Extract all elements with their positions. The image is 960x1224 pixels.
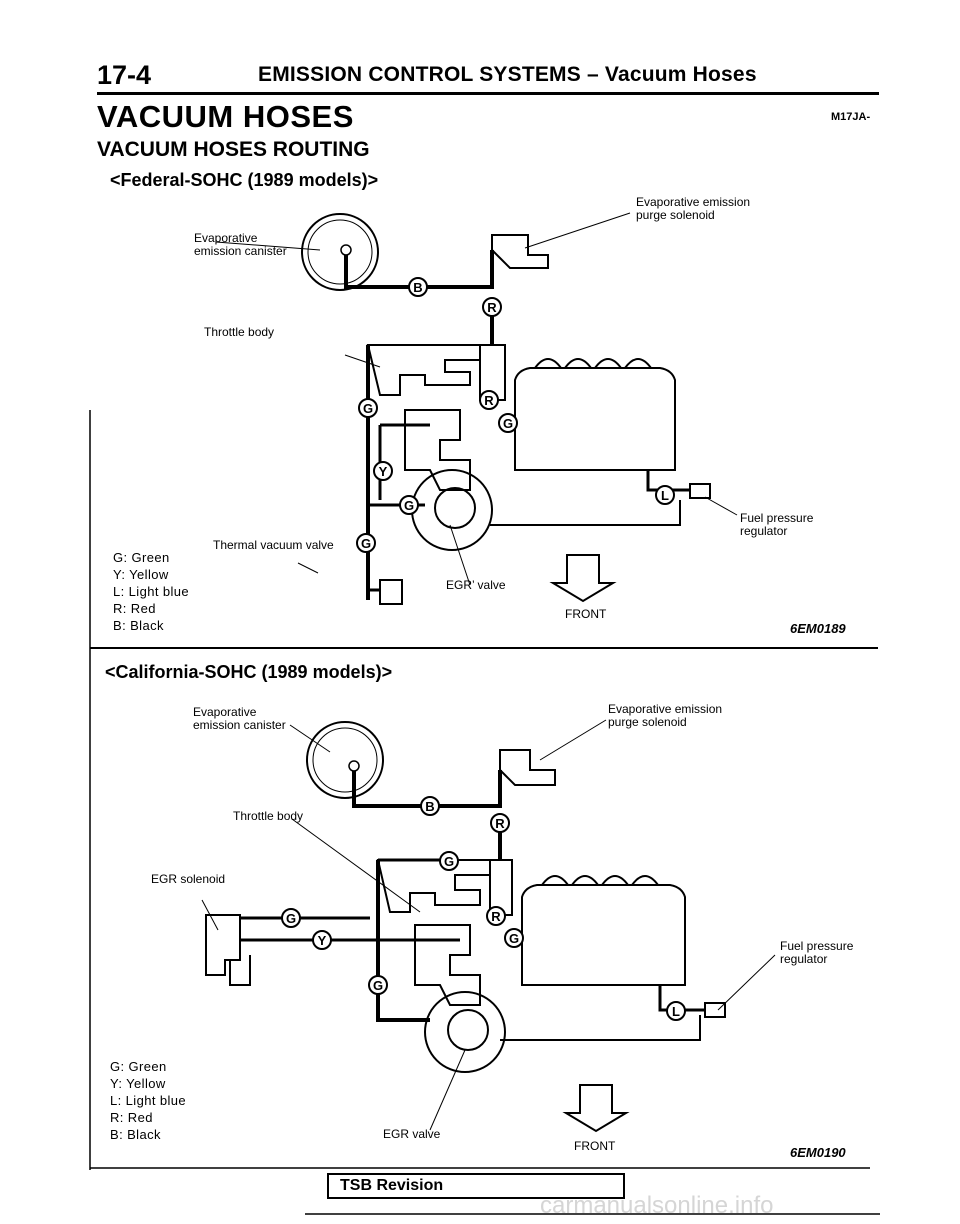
legend-item: L: Light blue <box>113 584 190 599</box>
label-fuel-regulator: Fuel pressure regulator <box>740 511 814 538</box>
section-code: M17JA- <box>831 111 871 123</box>
section-subheading: VACUUM HOSES ROUTING <box>97 138 370 161</box>
figure1-code: 6EM0189 <box>790 621 846 636</box>
tsb-revision-box <box>327 1173 625 1199</box>
label-canister: Evaporative emission canister <box>193 705 286 732</box>
svg-text:B: B <box>413 280 422 295</box>
svg-text:Y: Y <box>379 464 388 479</box>
hose-tag-y: Y <box>312 930 332 950</box>
hose-tag-y: Y <box>373 461 393 481</box>
hose-tag-l: L <box>666 1001 686 1021</box>
legend-item: R: Red <box>110 1110 153 1125</box>
svg-text:G: G <box>503 416 513 431</box>
label-throttle-body: Throttle body <box>233 809 304 823</box>
svg-text:R: R <box>491 909 501 924</box>
hose-tag-r: R <box>486 906 506 926</box>
svg-text:G: G <box>444 854 454 869</box>
hose-tag-g: G <box>498 413 518 433</box>
label-front: FRONT <box>565 607 607 621</box>
label-purge-solenoid: Evaporative emission purge solenoid <box>636 195 751 222</box>
hose-tag-g: G <box>356 533 376 553</box>
legend-item: B: Black <box>110 1127 161 1142</box>
header-title: EMISSION CONTROL SYSTEMS – Vacuum Hoses <box>258 63 757 86</box>
hose-tag-g: G <box>368 975 388 995</box>
svg-text:G: G <box>373 978 383 993</box>
legend-item: Y: Yellow <box>113 567 169 582</box>
hose-tag-g: G <box>504 928 524 948</box>
hose-tag-b: B <box>408 277 428 297</box>
legend-item: B: Black <box>113 618 164 633</box>
legend-item: L: Light blue <box>110 1093 187 1108</box>
svg-text:G: G <box>509 931 519 946</box>
header-rule <box>97 92 879 95</box>
legend-federal: G: Green Y: Yellow L: Light blue R: Red … <box>113 549 189 634</box>
page-heading: VACUUM HOSES <box>97 99 354 134</box>
canister-circle <box>301 213 379 291</box>
label-front: FRONT <box>574 1139 616 1153</box>
hose-tag-g: G <box>439 851 459 871</box>
figure2-code: 6EM0190 <box>790 1145 846 1160</box>
hose-tag-r: R <box>490 813 510 833</box>
label-egr-valve: EGR’ valve <box>446 578 506 592</box>
page-number: 17-4 <box>97 60 152 90</box>
label-throttle-body: Throttle body <box>204 325 275 339</box>
legend-item: G: Green <box>113 550 170 565</box>
svg-text:L: L <box>661 488 669 503</box>
hose-tag-b: B <box>420 796 440 816</box>
legend-item: R: Red <box>113 601 156 616</box>
legend-item: Y: Yellow <box>110 1076 166 1091</box>
legend-item: G: Green <box>110 1059 167 1074</box>
watermark: carmanualsonline.info <box>540 1192 774 1219</box>
hose-tag-r: R <box>482 297 502 317</box>
hose-tag-g: G <box>358 398 378 418</box>
svg-text:G: G <box>286 911 296 926</box>
hose-tag-l: L <box>655 485 675 505</box>
svg-text:R: R <box>495 816 505 831</box>
svg-text:B: B <box>425 799 434 814</box>
label-canister: Evaporative emission canister <box>194 231 287 258</box>
label-purge-solenoid: Evaporative emission purge solenoid <box>608 702 723 729</box>
svg-text:Y: Y <box>318 933 327 948</box>
label-egr-valve: EGR valve <box>383 1127 441 1141</box>
svg-text:G: G <box>363 401 373 416</box>
label-thermal-valve: Thermal vacuum valve <box>213 538 334 552</box>
hose-tag-g: G <box>399 495 419 515</box>
svg-text:L: L <box>672 1004 680 1019</box>
label-egr-solenoid: EGR solenoid <box>151 872 226 886</box>
figure1-title: <Federal-SOHC (1989 models)> <box>110 170 379 190</box>
svg-text:R: R <box>487 300 497 315</box>
svg-text:G: G <box>404 498 414 513</box>
tsb-revision-label: TSB Revision <box>340 1177 444 1194</box>
hose-tag-r: R <box>479 390 499 410</box>
label-fuel-regulator: Fuel pressure regulator <box>780 939 854 966</box>
hose-tag-g: G <box>281 908 301 928</box>
svg-text:G: G <box>361 536 371 551</box>
figure2-title: <California-SOHC (1989 models)> <box>105 662 393 682</box>
legend-california: G: Green Y: Yellow L: Light blue R: Red … <box>110 1058 186 1143</box>
svg-text:R: R <box>484 393 494 408</box>
